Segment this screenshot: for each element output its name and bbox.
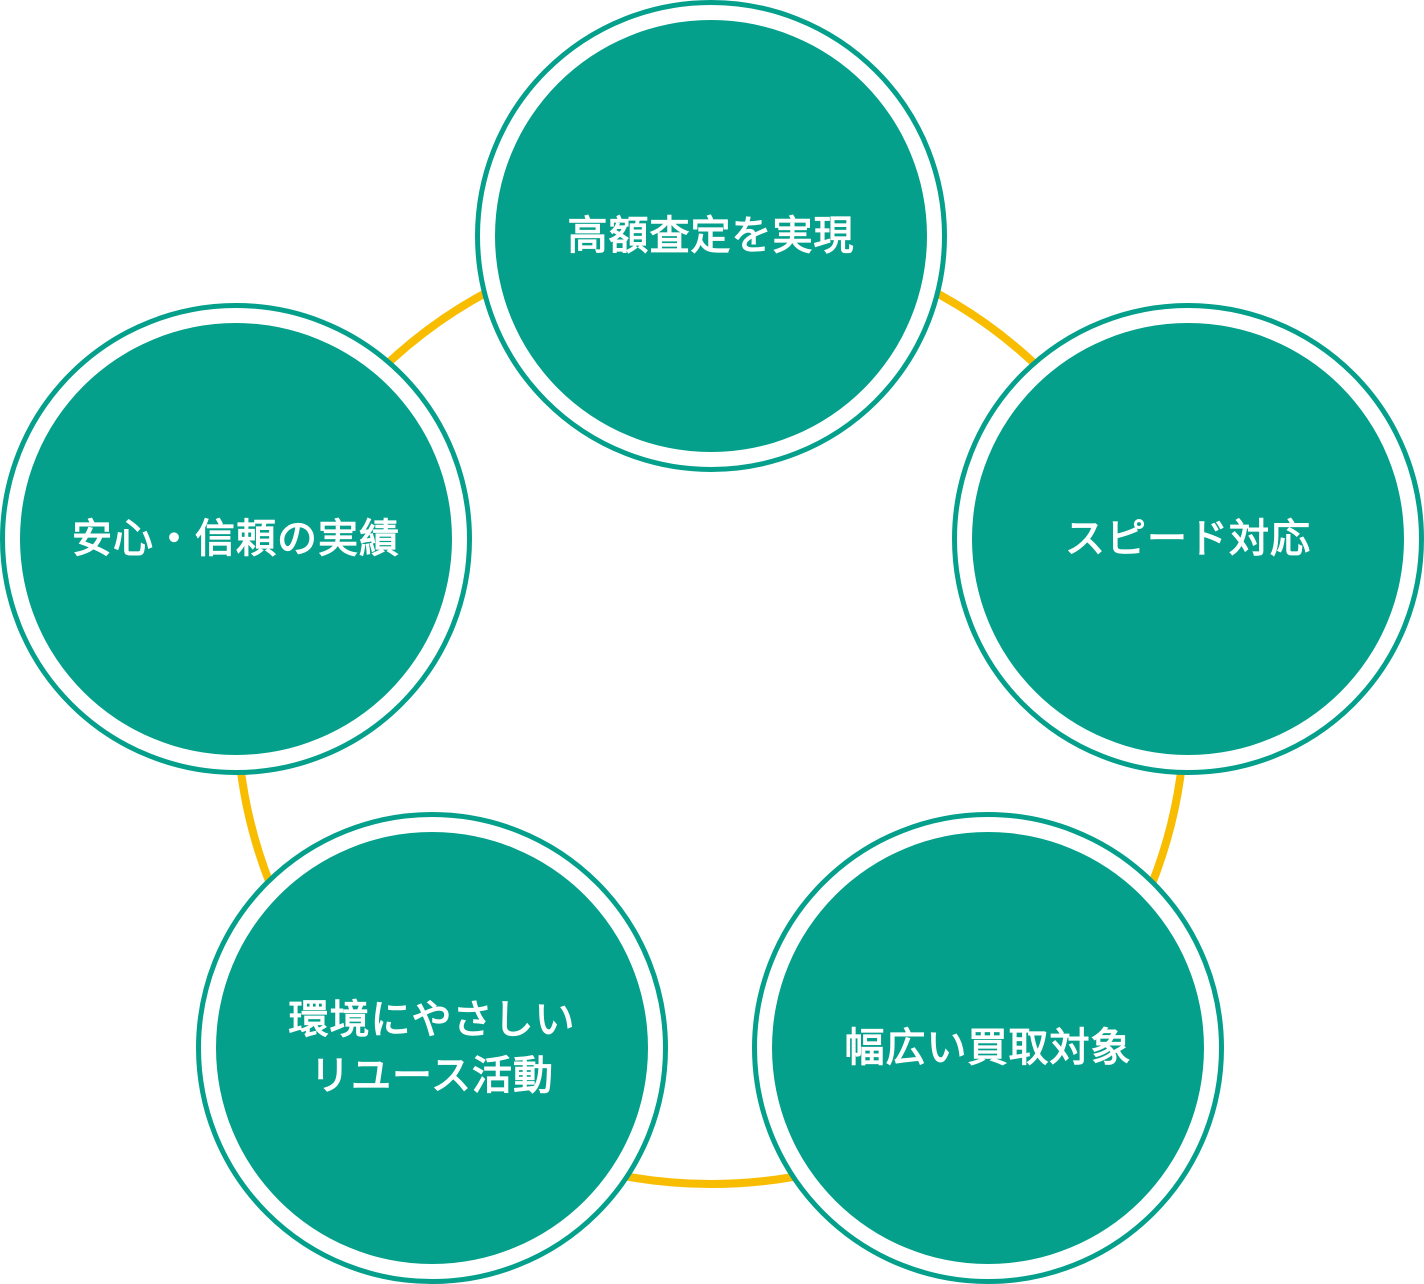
node-speed: スピード対応 (952, 303, 1424, 775)
node-label: 安心・信頼の実績 (20, 323, 452, 755)
node-label: 幅広い買取対象 (772, 832, 1204, 1264)
node-label: スピード対応 (972, 323, 1404, 755)
node-eco-reuse: 環境にやさしい リユース活動 (196, 812, 668, 1284)
node-label: 高額査定を実現 (495, 20, 927, 452)
node-wide-range: 幅広い買取対象 (752, 812, 1224, 1284)
node-high-appraisal: 高額査定を実現 (475, 0, 947, 472)
node-label: 環境にやさしい リユース活動 (216, 832, 648, 1264)
node-trust: 安心・信頼の実績 (0, 303, 472, 775)
